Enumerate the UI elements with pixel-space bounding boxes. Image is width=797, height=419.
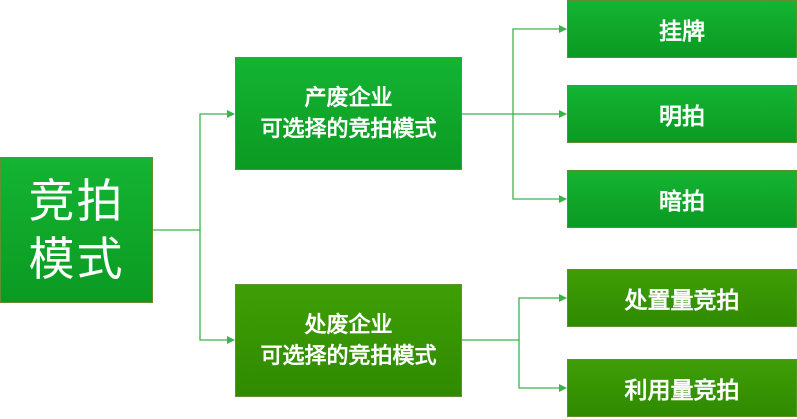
connector-branch1-leaf-1 xyxy=(462,25,567,115)
connector-branch2-leaf-1 xyxy=(462,294,567,341)
connector-branch1-leaf-3 xyxy=(512,114,567,203)
branch-node-producer: 产废企业 可选择的竞拍模式 xyxy=(235,57,462,170)
branch-node-subtitle: 可选择的竞拍模式 xyxy=(260,343,437,369)
branch-node-subtitle: 可选择的竞拍模式 xyxy=(260,116,437,142)
leaf-node-listing: 挂牌 xyxy=(567,0,797,58)
leaf-node-label: 处置量竞拍 xyxy=(624,288,740,314)
leaf-node-label: 利用量竞拍 xyxy=(624,378,740,404)
branch-node-title: 处废企业 xyxy=(304,312,393,338)
root-node-line2: 模式 xyxy=(28,232,125,286)
connector-root-branch-1 xyxy=(153,110,235,231)
leaf-node-label: 暗拍 xyxy=(659,189,705,215)
root-node: 竞拍 模式 xyxy=(0,157,153,303)
branch-node-title: 产废企业 xyxy=(304,85,393,111)
leaf-node-sealed-auction: 暗拍 xyxy=(567,170,797,228)
connector-root-branch-2 xyxy=(199,230,235,344)
leaf-node-utilization-volume: 利用量竞拍 xyxy=(567,359,797,417)
branch-node-disposer: 处废企业 可选择的竞拍模式 xyxy=(235,284,462,397)
leaf-node-label: 明拍 xyxy=(659,104,705,130)
connector-branch2-leaf-2 xyxy=(518,340,567,392)
leaf-node-open-auction: 明拍 xyxy=(567,85,797,143)
leaf-node-disposal-volume: 处置量竞拍 xyxy=(567,269,797,327)
root-node-line1: 竞拍 xyxy=(28,174,125,228)
leaf-node-label: 挂牌 xyxy=(659,19,705,45)
